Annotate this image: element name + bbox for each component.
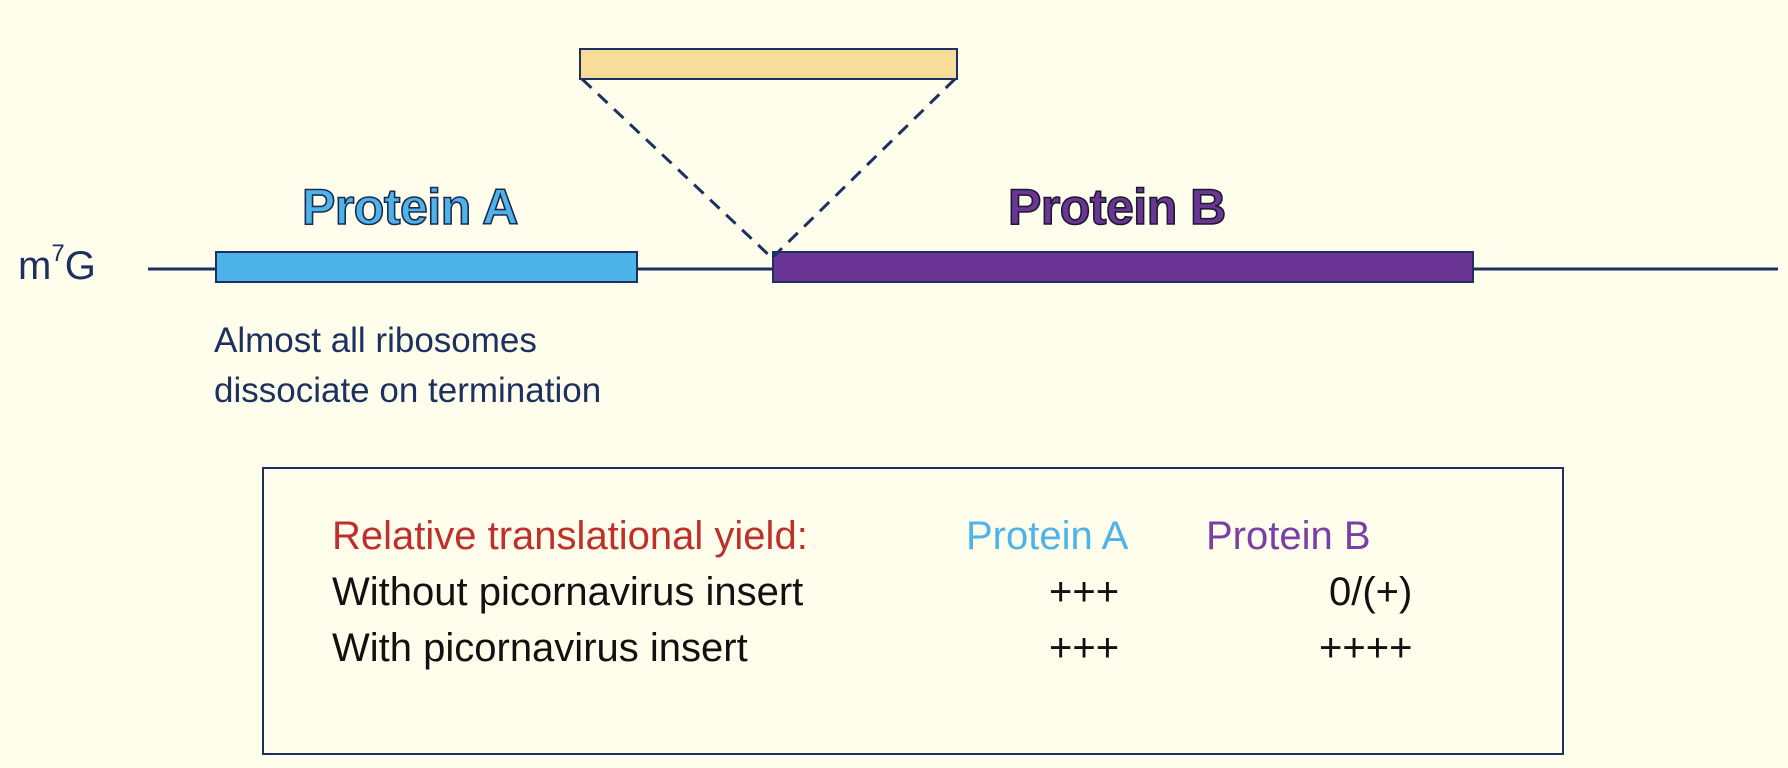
- protein-b-title: Protein B: [1007, 178, 1227, 236]
- yield-table-box: Relative translational yield: Protein A …: [262, 467, 1564, 755]
- yield-heading: Relative translational yield:: [332, 514, 808, 558]
- row-label-with-insert: With picornavirus insert: [332, 626, 748, 670]
- protein-a-title: Protein A: [301, 178, 519, 236]
- column-header-protein-b: Protein B: [1206, 514, 1371, 558]
- column-header-protein-a: Protein A: [966, 514, 1129, 558]
- yield-without-insert-protein-a: +++: [1049, 570, 1120, 614]
- protein-b-orf: [772, 251, 1474, 283]
- row-label-without-insert: Without picornavirus insert: [332, 570, 804, 614]
- yield-with-insert-protein-a: +++: [1049, 626, 1120, 670]
- yield-with-insert-protein-b: ++++: [1319, 626, 1413, 670]
- termination-note-line-1: Almost all ribosomes: [214, 321, 537, 360]
- cap-label: m7G: [18, 240, 96, 289]
- insert-guide-right: [770, 77, 957, 260]
- yield-without-insert-protein-b: 0/(+): [1329, 570, 1413, 614]
- protein-a-orf: [215, 251, 638, 283]
- insert-guide-left: [580, 77, 774, 260]
- cap-superscript: 7: [51, 240, 65, 267]
- picornavirus-insert: [579, 48, 958, 80]
- termination-note-line-2: dissociate on termination: [214, 371, 602, 410]
